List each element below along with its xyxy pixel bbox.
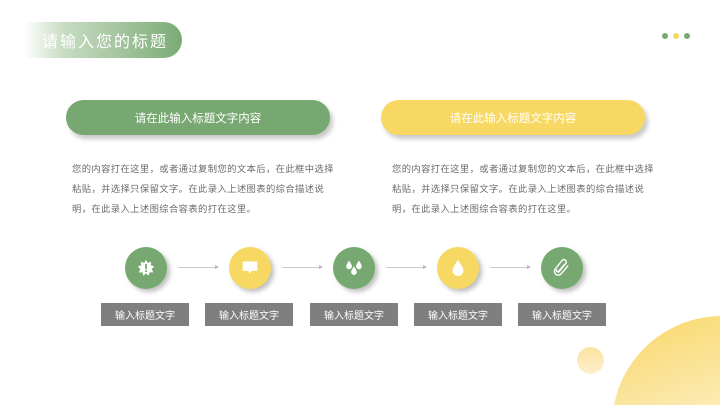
dot-yellow-icon [673,33,679,39]
section-heading-right: 请在此输入标题文字内容 [381,100,645,135]
step-1-label: 输入标题文字 [101,303,189,326]
step-3-label: 输入标题文字 [310,303,398,326]
step-2-label: 输入标题文字 [205,303,293,326]
section-heading-left: 请在此输入标题文字内容 [66,100,330,135]
paperclip-icon [553,259,569,276]
step-1-circle [125,247,167,289]
slide-title-pill: 请输入您的标题 [24,22,182,58]
step-label-text: 输入标题文字 [324,311,384,322]
section-body-left: 您的内容打在这里，或者通过复制您的文本后，在此框中选择粘贴，并选择只保留文字。在… [72,164,334,215]
chat-bubble-icon [242,261,258,274]
step-3-circle [333,247,375,289]
dot-green-icon [662,33,668,39]
flow-arrow [490,265,531,269]
step-label-text: 输入标题文字 [219,311,279,322]
decorative-dots [662,33,690,39]
decorative-small-circle [577,347,604,374]
badge-alert-icon [137,259,155,276]
section-heading-text: 请在此输入标题文字内容 [449,110,577,125]
step-5-circle [541,247,583,289]
step-5-label: 输入标题文字 [518,303,606,326]
water-drop-icon [452,260,464,276]
flow-arrow [282,265,323,269]
water-drops-icon [346,260,362,275]
step-2-circle [229,247,271,289]
step-label-text: 输入标题文字 [532,311,592,322]
flow-arrow [178,265,219,269]
section-body-right: 您的内容打在这里，或者通过复制您的文本后，在此框中选择粘贴，并选择只保留文字。在… [392,164,654,215]
step-4-circle [437,247,479,289]
step-label-text: 输入标题文字 [428,311,488,322]
decorative-large-circle [612,316,720,405]
section-heading-text: 请在此输入标题文字内容 [134,110,262,125]
step-label-text: 输入标题文字 [115,311,175,322]
flow-arrow [386,265,427,269]
step-4-label: 输入标题文字 [414,303,502,326]
slide-title: 请输入您的标题 [42,32,169,51]
dot-green-icon [684,33,690,39]
